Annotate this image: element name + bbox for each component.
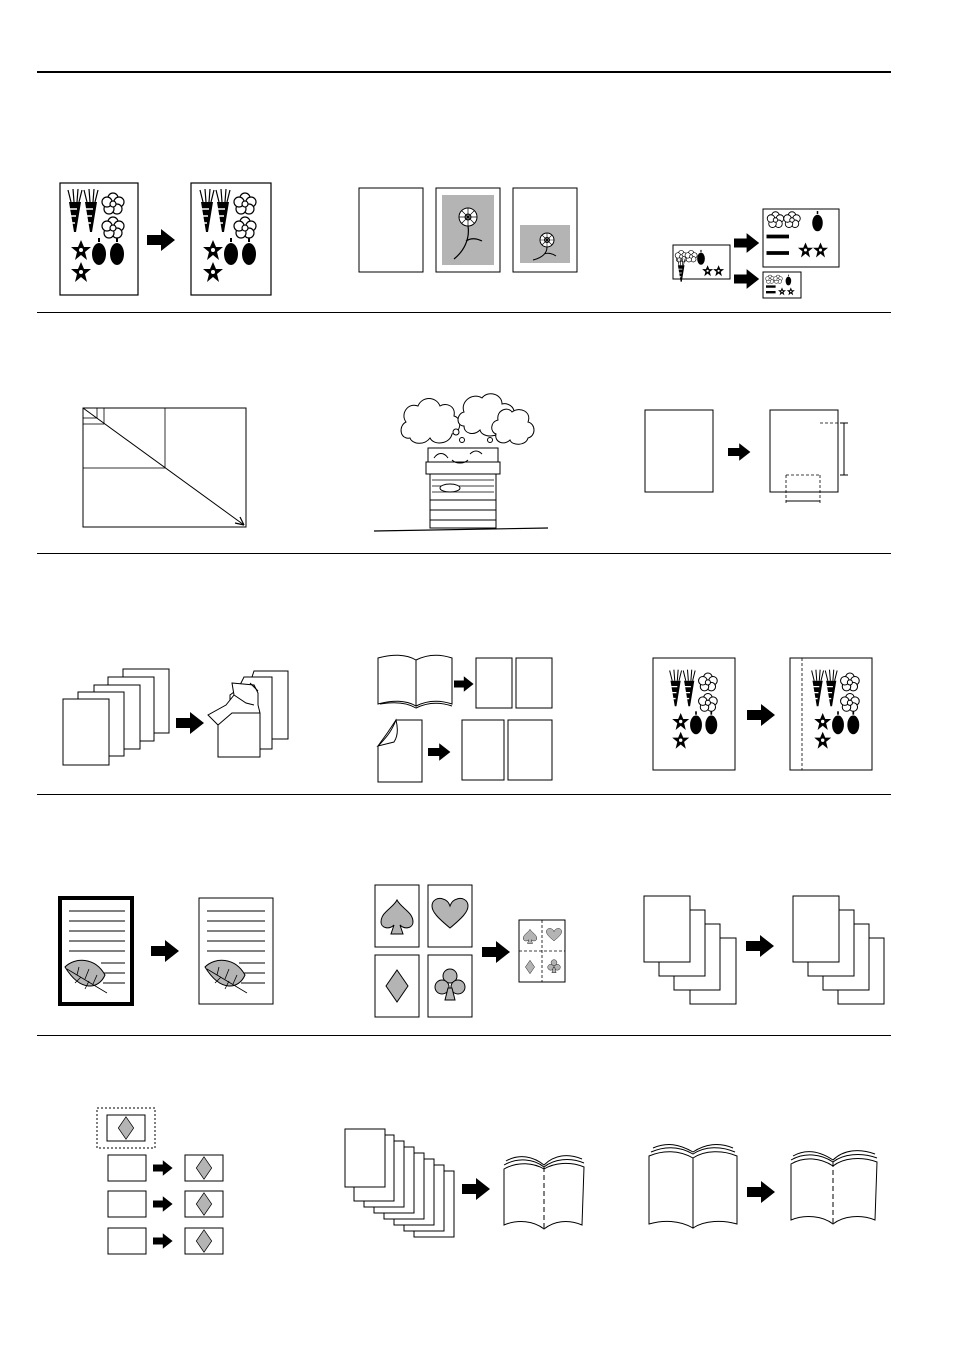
left-page-copy [475,657,513,709]
vertical-dimension [840,422,848,476]
copier-icon [425,447,501,529]
margin-shift-figure [644,409,848,505]
text-lines-copy [207,910,265,984]
open-book-icon [377,654,453,709]
combine-dividers [519,920,565,982]
reduced-veg-pattern [765,274,795,296]
section-divider-2 [37,553,891,554]
arrow-reduce-icon [734,269,760,289]
zoom-figure [672,208,840,299]
section-divider-1 [37,312,891,313]
book-split-figure [376,654,553,783]
enlarged-veg-pattern [766,210,828,258]
cloud-icon [400,393,535,445]
margin-copy-page [789,657,873,771]
repeat-rows [107,1154,224,1255]
sheet-stack [344,1128,455,1238]
booklet-icon [503,1155,585,1230]
border-erase-figure [58,896,274,1006]
repeat-figure [96,1107,224,1255]
leaf-icon [64,959,108,994]
arrow-right-icon [462,1178,490,1200]
text-lines-original [69,910,125,984]
open-book-icon [648,1144,738,1229]
medium-paper [82,407,166,469]
shift-dashed-top [820,422,839,475]
density-figure [358,187,578,273]
booklet-sheets-figure [344,1128,585,1238]
arrow-enlarge-icon [734,233,760,253]
blank-page [358,187,424,273]
selection-area [96,1107,156,1149]
arrow-right-icon [176,712,204,734]
floor-line [373,527,549,532]
arrow-right-icon [151,940,179,962]
original-page [644,409,714,493]
diagonal-line [82,407,245,526]
paper-size-figure [82,407,247,528]
diagonal-arrowhead-icon [234,516,245,526]
duplex-stack [207,670,289,758]
original-stack [643,895,737,1005]
low-power-figure [373,393,549,532]
daisy-small-icon [532,232,557,261]
folded-sheet-icon [376,718,423,783]
arrow-right-icon [482,941,510,963]
right-page-copy [515,657,553,709]
arrow-right-icon [454,676,474,692]
arrow-right-icon [746,935,774,957]
daisy-icon [453,207,483,260]
arrow-right-icon [728,443,751,461]
original-stack [62,668,170,766]
arrow-right-icon [747,704,775,726]
booklet-book-figure [648,1144,878,1229]
section-divider-4 [37,1035,891,1036]
duplex-figure [62,668,289,766]
section-divider-3 [37,794,891,795]
margin-copy-figure [652,657,873,771]
arrow-right-icon [747,1181,775,1203]
arrow-right-icon [428,743,451,761]
leaf-copy-icon [204,959,248,994]
combine-figure [374,884,566,1018]
image-quality-figure [59,182,272,296]
heart-card [427,884,473,948]
back-copy [507,719,553,781]
section-divider-top [37,71,891,73]
front-copy [461,719,505,781]
sort-figure [643,895,885,1005]
shift-dashed-bottom [785,474,821,505]
smallest-paper [82,407,98,419]
booklet-icon [790,1150,878,1225]
sorted-stack [792,895,885,1005]
shifted-page [769,409,839,493]
arrow-right-icon [147,229,175,251]
